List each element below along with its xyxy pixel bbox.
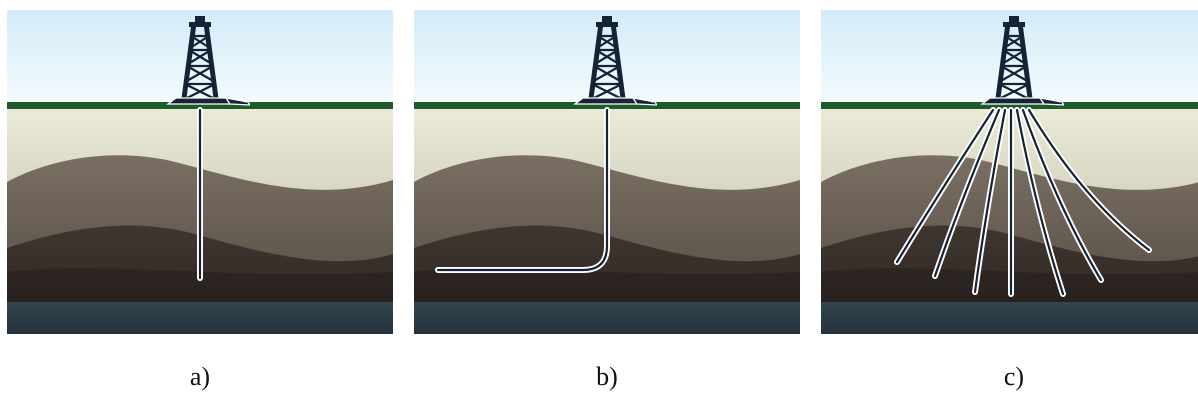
bedrock-layer (414, 302, 800, 334)
panel-horizontal-well (414, 10, 800, 334)
well-pipes (894, 107, 1152, 297)
grass-strip (414, 102, 800, 109)
bedrock-layer (821, 302, 1198, 334)
caption-a: a) (189, 362, 211, 391)
vertical-well-diagram (7, 10, 393, 334)
bedrock-layer (7, 302, 393, 334)
caption-b: b) (596, 362, 618, 391)
caption-c: c) (1003, 362, 1025, 391)
grass-strip (821, 102, 1198, 109)
horizontal-well-diagram (414, 10, 800, 334)
panel-multilateral-well (821, 10, 1198, 334)
panel-vertical-well (7, 10, 393, 334)
multilateral-well-diagram (821, 10, 1198, 334)
grass-strip (7, 102, 393, 109)
